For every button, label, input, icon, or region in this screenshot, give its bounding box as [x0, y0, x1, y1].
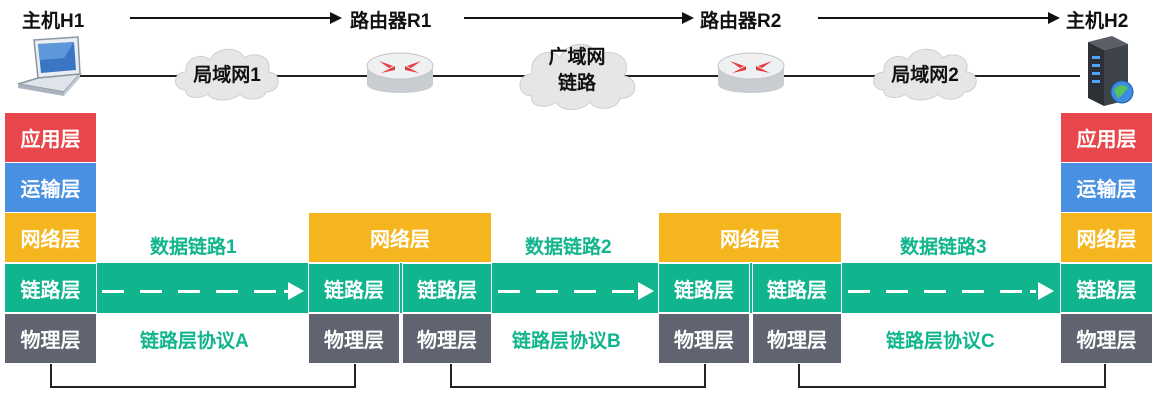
flow-arrow-1: [130, 17, 330, 19]
wan-label-line2: 链路: [557, 73, 596, 94]
r1-link-layer-left: 链路层: [308, 263, 400, 313]
dash-arrow-3: [1030, 290, 1036, 293]
lan2-label: 局域网2: [891, 65, 959, 86]
h1-network-layer: 网络层: [4, 212, 97, 263]
protocol-a-label: 链路层协议A: [140, 331, 249, 352]
h2-application-layer: 应用层: [1060, 112, 1153, 163]
r2-link-layer-left: 链路层: [658, 263, 750, 313]
h1-transport-layer: 运输层: [4, 162, 97, 213]
data-link-2-label: 数据链路2: [525, 237, 612, 258]
r1-physical-layer-right: 物理层: [402, 313, 492, 364]
protocol-c-label: 链路层协议C: [886, 331, 995, 352]
dash-arrow-2: [612, 290, 634, 293]
wan-label-line1: 广域网: [548, 47, 606, 68]
dash-arrow-2-head: [638, 282, 654, 300]
dash-arrow-1: [254, 290, 276, 293]
r2-physical-layer-left: 物理层: [658, 313, 750, 364]
cloud-icon: [175, 48, 279, 101]
dash-arrow-1: [140, 290, 162, 293]
r1-physical-layer-left: 物理层: [308, 313, 400, 364]
flow-arrow-2-head: [682, 12, 694, 24]
dash-arrow-1: [284, 290, 290, 293]
router-icon: [366, 52, 434, 93]
link-layer-band: [4, 263, 1145, 313]
dash-arrow-1: [102, 290, 124, 293]
flow-arrow-3-head: [1048, 12, 1060, 24]
h2-transport-layer: 运输层: [1060, 162, 1153, 213]
lan1-label: 局域网1: [193, 65, 261, 86]
dash-arrow-3: [1000, 290, 1022, 293]
router-r1-label: 路由器R1: [350, 11, 432, 32]
host-h1-label: 主机H1: [22, 11, 85, 32]
dash-arrow-2: [536, 290, 558, 293]
dash-arrow-2: [574, 290, 596, 293]
h1-application-layer: 应用层: [4, 112, 97, 163]
data-link-1-label: 数据链路1: [150, 237, 237, 258]
dash-arrow-2: [498, 290, 520, 293]
flow-arrow-2: [464, 17, 682, 19]
r2-network-layer: 网络层: [658, 212, 842, 263]
dash-arrow-3: [848, 290, 870, 293]
dash-arrow-3: [962, 290, 984, 293]
dash-arrow-1: [178, 290, 200, 293]
flow-arrow-3: [818, 17, 1048, 19]
physical-link-3: [798, 364, 1106, 388]
router-icon: [717, 52, 785, 93]
h2-link-layer: 链路层: [1060, 263, 1153, 313]
physical-link-2: [450, 364, 706, 388]
protocol-b-label: 链路层协议B: [512, 331, 621, 352]
host-h2-label: 主机H2: [1066, 11, 1129, 32]
dash-arrow-3: [886, 290, 908, 293]
laptop-icon: [17, 36, 82, 96]
server-icon: [1088, 36, 1134, 106]
h2-physical-layer: 物理层: [1060, 313, 1153, 364]
dash-arrow-3-head: [1038, 282, 1054, 300]
dash-arrow-1-head: [288, 282, 304, 300]
r1-link-layer-right: 链路层: [402, 263, 492, 313]
flow-arrow-1-head: [330, 12, 342, 24]
cloud-icon: [519, 43, 636, 110]
r2-physical-layer-right: 物理层: [752, 313, 842, 364]
data-link-3-label: 数据链路3: [900, 237, 987, 258]
cloud-icon: [873, 48, 977, 101]
physical-link-1: [50, 364, 356, 388]
r1-network-layer: 网络层: [308, 212, 492, 263]
h1-link-layer: 链路层: [4, 263, 97, 313]
dash-arrow-1: [216, 290, 238, 293]
router-r2-label: 路由器R2: [700, 11, 782, 32]
r2-link-layer-right: 链路层: [752, 263, 842, 313]
dash-arrow-3: [924, 290, 946, 293]
h2-network-layer: 网络层: [1060, 212, 1153, 263]
h1-physical-layer: 物理层: [4, 313, 97, 364]
